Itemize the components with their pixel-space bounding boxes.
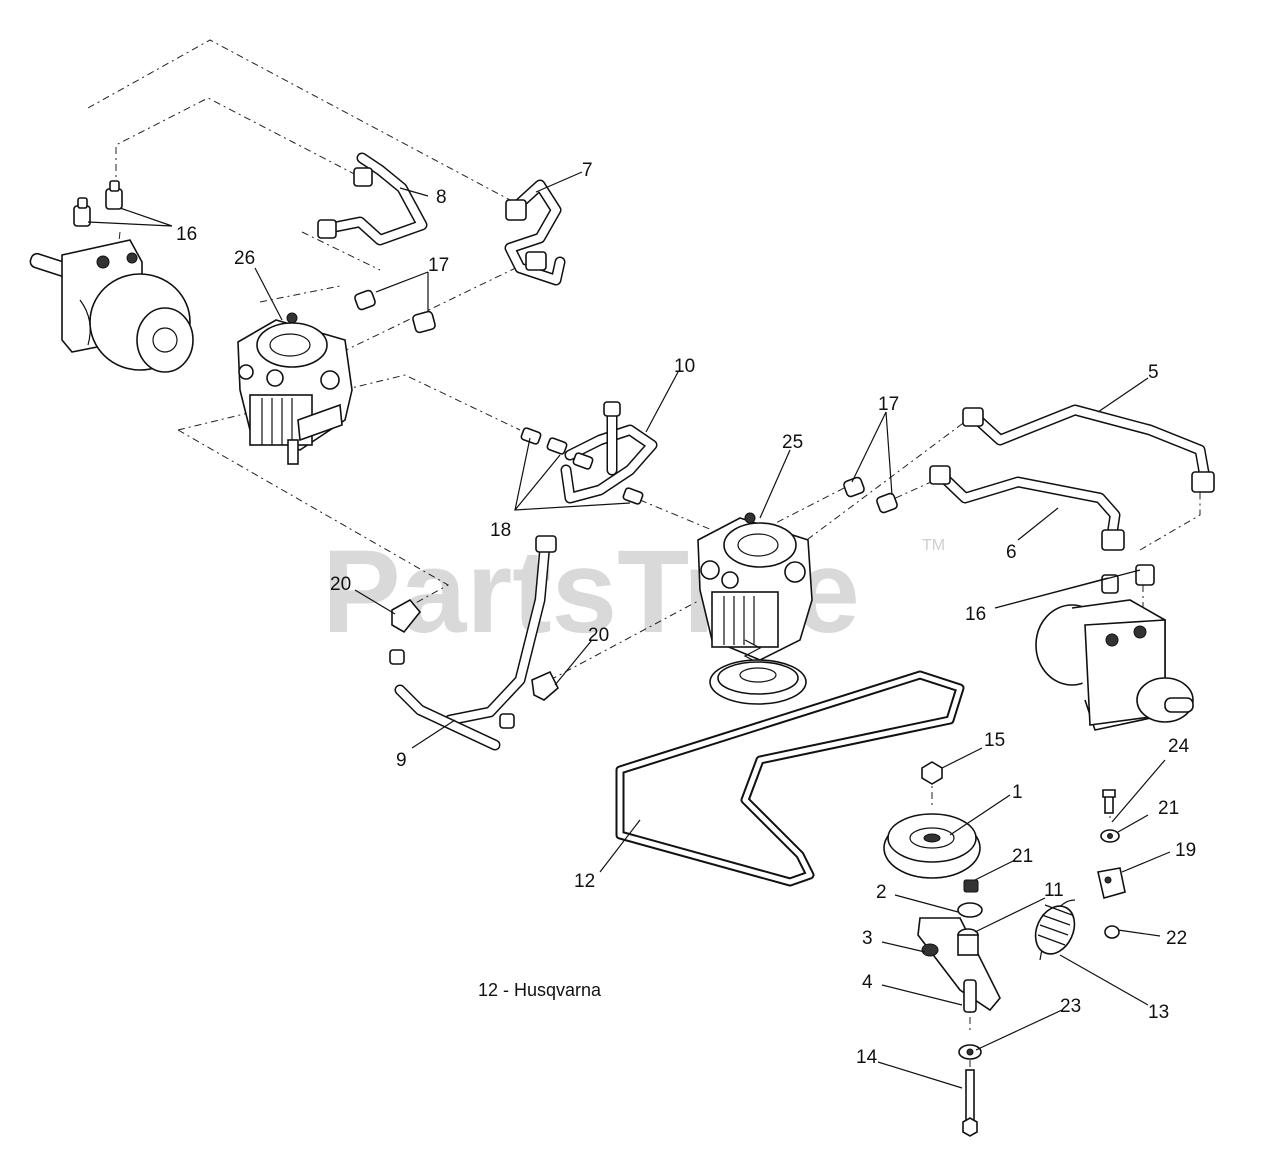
callout-16-left: 16 bbox=[176, 224, 197, 245]
callout-labels: 16 8 7 26 17 17 10 5 25 17 18 6 16 20 20… bbox=[176, 160, 1196, 1068]
callout-17-top: 17 bbox=[428, 255, 449, 276]
spring-13 bbox=[1034, 899, 1076, 961]
callout-21-right: 21 bbox=[1158, 798, 1179, 819]
fitting-16-left bbox=[73, 180, 123, 227]
right-hydro-pump bbox=[697, 512, 813, 705]
callout-23: 23 bbox=[1060, 996, 1081, 1017]
fitting-18 bbox=[520, 427, 644, 505]
callout-24: 24 bbox=[1168, 736, 1190, 757]
tube-5 bbox=[962, 404, 1215, 493]
callout-12: 12 bbox=[574, 871, 595, 892]
callout-8: 8 bbox=[436, 187, 447, 208]
callout-19: 19 bbox=[1175, 840, 1196, 861]
tube-7 bbox=[504, 179, 566, 286]
tube-10 bbox=[560, 401, 658, 504]
callout-4: 4 bbox=[862, 972, 873, 993]
bracket-hardware bbox=[1097, 789, 1126, 939]
left-hydro-pump bbox=[237, 312, 353, 465]
callout-25: 25 bbox=[782, 432, 803, 453]
callout-20-left: 20 bbox=[330, 574, 351, 595]
callout-1: 1 bbox=[1012, 782, 1023, 803]
fitting-20 bbox=[391, 598, 559, 701]
callout-11: 11 bbox=[1044, 880, 1064, 901]
callout-10: 10 bbox=[674, 356, 695, 377]
drive-belt-12 bbox=[615, 670, 965, 887]
callout-13: 13 bbox=[1148, 1002, 1169, 1023]
callout-26: 26 bbox=[234, 248, 255, 269]
callout-16-right: 16 bbox=[965, 604, 986, 625]
fitting-17-top bbox=[354, 289, 436, 334]
fitting-17-right bbox=[843, 476, 898, 514]
callout-21: 21 bbox=[1012, 846, 1033, 867]
assembly-lines bbox=[87, 39, 1201, 1080]
callout-15: 15 bbox=[984, 730, 1005, 751]
callout-2: 2 bbox=[876, 882, 887, 903]
right-wheel-motor bbox=[1035, 599, 1194, 731]
callout-20-right: 20 bbox=[588, 625, 609, 646]
fitting-16-right bbox=[1101, 564, 1155, 594]
callout-18: 18 bbox=[490, 520, 511, 541]
trademark: TM bbox=[922, 537, 945, 554]
callout-7: 7 bbox=[582, 160, 593, 181]
callout-9: 9 bbox=[396, 750, 407, 771]
callout-17-right: 17 bbox=[878, 394, 899, 415]
callout-14: 14 bbox=[856, 1047, 878, 1068]
callout-6: 6 bbox=[1006, 542, 1017, 563]
diagram-caption: 12 - Husqvarna bbox=[478, 980, 602, 1000]
tube-9 bbox=[389, 535, 557, 751]
tube-8 bbox=[317, 152, 428, 246]
tube-6 bbox=[929, 465, 1125, 551]
callout-22: 22 bbox=[1166, 928, 1187, 949]
leader-lines bbox=[87, 171, 1171, 1089]
idler-pulley-assembly bbox=[883, 761, 1001, 1137]
callout-3: 3 bbox=[862, 928, 873, 949]
callout-5: 5 bbox=[1148, 362, 1159, 383]
left-wheel-motor bbox=[29, 239, 194, 373]
